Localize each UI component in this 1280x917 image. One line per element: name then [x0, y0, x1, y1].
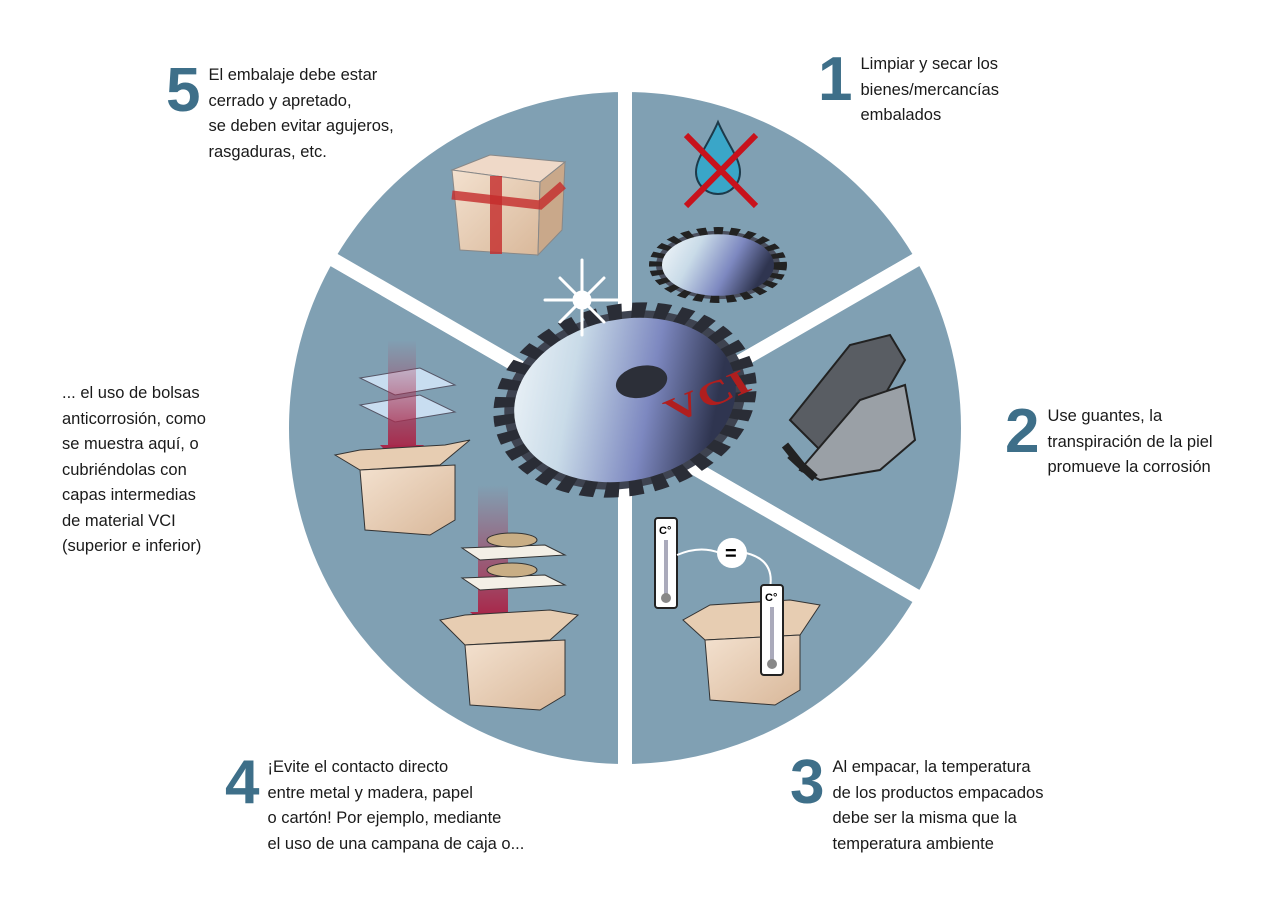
water-drop-crossed-icon	[683, 119, 759, 209]
step-number: 4	[225, 748, 260, 817]
thermometer-label: C°	[765, 592, 777, 604]
sealed-box-icon	[450, 154, 567, 257]
equals-badge	[717, 538, 747, 568]
step-3: 3 Al empacar, la temperatura de los prod…	[790, 748, 1044, 857]
step-4: 4 ¡Evite el contacto directo entre metal…	[225, 748, 525, 857]
wood-layers-icon	[460, 485, 567, 632]
left-note-text: ... el uso de bolsas anticorrosión, como…	[62, 384, 206, 555]
step-number: 3	[790, 748, 825, 817]
vci-bags-icon	[358, 340, 457, 468]
step-5: 5 El embalaje debe estar cerrado y apret…	[166, 56, 394, 165]
gloves-icon	[781, 333, 917, 482]
step-number: 2	[1005, 397, 1040, 466]
left-note: ... el uso de bolsas anticorrosión, como…	[62, 381, 206, 560]
step-text: ¡Evite el contacto directo entre metal y…	[267, 758, 525, 853]
step-text: El embalaje debe estar cerrado y apretad…	[208, 66, 394, 161]
step-1: 1 Limpiar y secar los bienes/mercancías …	[818, 45, 999, 129]
step-text: Use guantes, la transpiración de la piel…	[1047, 407, 1213, 476]
open-box-icon	[333, 439, 471, 536]
sparkle-icon	[543, 258, 622, 337]
step-text: Limpiar y secar los bienes/mercancías em…	[860, 55, 999, 124]
step-2: 2 Use guantes, la transpiración de la pi…	[1005, 397, 1213, 481]
equals-sign: =	[725, 543, 737, 565]
thermometer-icon: C°	[654, 517, 678, 609]
vci-gear-icon: VCI	[493, 302, 758, 498]
open-box-icon	[438, 609, 580, 711]
thermometer-label: C°	[659, 525, 671, 537]
step-text: Al empacar, la temperatura de los produc…	[832, 758, 1044, 853]
step-number: 1	[818, 45, 853, 114]
step-number: 5	[166, 56, 201, 125]
small-gear-icon	[649, 227, 787, 303]
thermometer-icon: C°	[760, 584, 784, 676]
